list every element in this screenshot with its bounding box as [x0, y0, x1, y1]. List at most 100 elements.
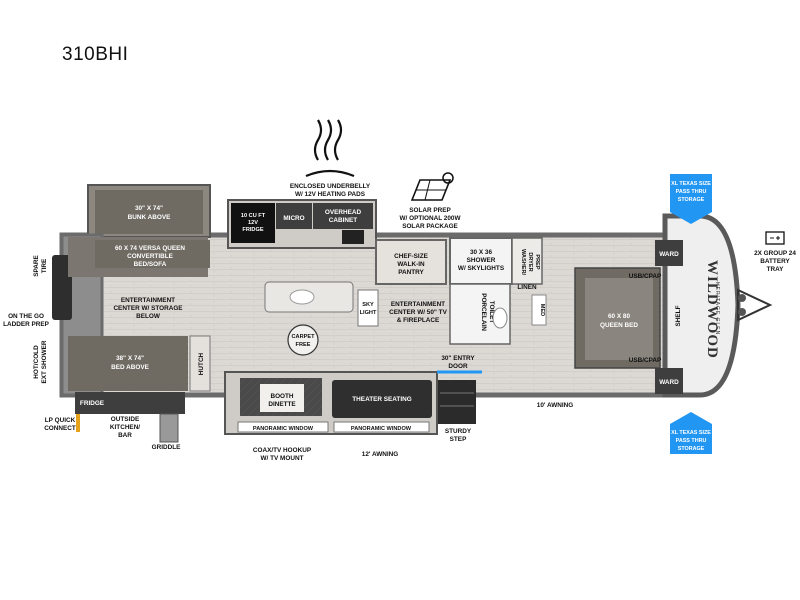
washer-label-2: DRYER — [527, 252, 533, 271]
panoramic-label-2: PANORAMIC WINDOW — [351, 426, 412, 432]
shower-label-2: SHOWER — [467, 257, 496, 264]
shower-label-1: 30 X 36 — [470, 249, 492, 256]
queen-label-2: QUEEN BED — [600, 322, 638, 329]
bunk-label-2: BUNK ABOVE — [128, 214, 171, 221]
skylight: SKY LIGHT — [357, 289, 379, 327]
storage-top-label-2: PASS THRU — [676, 189, 707, 195]
ent-center-storage-label-1: ENTERTAINMENT — [121, 297, 175, 304]
entry-label-2: DOOR — [448, 363, 468, 370]
up-arrow-icon: XL TEXAS SIZE PASS THRU STORAGE — [670, 412, 712, 454]
storage-bottom-label-2: PASS THRU — [676, 438, 707, 444]
usb-label-1: USB/CPAP — [629, 273, 662, 280]
kitchen-slide: 10 CU FT 12V FRIDGE MICRO OVERHEAD CABIN… — [227, 199, 377, 249]
outside-kitchen: FRIDGE OUTSIDE KITCHEN/ BAR GRIDDLE — [75, 392, 185, 451]
underbelly-label-1: ENCLOSED UNDERBELLY — [290, 183, 371, 190]
entry-label-1: 30" ENTRY — [441, 355, 475, 362]
washer-label-1: WASHER/ — [520, 249, 526, 276]
lp-label-2: CONNECT — [44, 425, 76, 432]
ent-center-storage-label-2: CENTER W/ STORAGE — [113, 305, 183, 312]
storage-top-label-1: XL TEXAS SIZE — [671, 181, 711, 187]
ent-center-storage-label-3: BELOW — [136, 313, 161, 320]
hutch-label: HUTCH — [198, 352, 205, 375]
hitch — [737, 288, 773, 322]
ent-center-fp-label-2: CENTER W/ 50" TV — [389, 309, 447, 316]
skylight-label-2: LIGHT — [360, 310, 377, 316]
outside-kitchen-label-2: KITCHEN/ — [110, 424, 140, 431]
toilet-label-1: PORCELAIN — [480, 293, 487, 331]
ladder-label-1: ON THE GO — [8, 313, 44, 320]
lp-label-1: LP QUICK — [45, 417, 76, 424]
queen-label-1: 60 X 80 — [608, 313, 630, 320]
fridge-label: FRIDGE — [80, 400, 105, 407]
fridge-12v-label-2: 12V — [248, 220, 258, 226]
awning-12-label: 12' AWNING — [362, 451, 398, 458]
bathroom: 30 X 36 SHOWER W/ SKYLIGHTS WASHER/ DRYE… — [449, 237, 547, 345]
versa-label-3: BED/SOFA — [134, 261, 167, 268]
washer-label-3: PREP — [534, 254, 540, 270]
carpet-free-badge-icon: CARPET FREE — [287, 324, 319, 356]
pantry: CHEF-SIZE WALK-IN PANTRY ENTERTAINMENT C… — [375, 239, 448, 324]
bedroom: 60 X 80 QUEEN BED USB/CPAP USB/CPAP WARD… — [574, 240, 683, 394]
carpet-label-2: FREE — [296, 342, 311, 348]
underbelly-label-2: W/ 12V HEATING PADS — [295, 191, 366, 198]
rear-area: 60 X 74 VERSA QUEEN CONVERTIBLE BED/SOFA… — [52, 233, 211, 397]
brand-text: WILDWOOD — [704, 260, 720, 359]
down-arrow-icon: XL TEXAS SIZE PASS THRU STORAGE — [670, 174, 712, 224]
versa-label-1: 60 X 74 VERSA QUEEN — [115, 245, 185, 252]
spare-label-1: SPARE — [33, 254, 40, 276]
bed-above-label-2: BED ABOVE — [111, 364, 149, 371]
linen-label: LINEN — [517, 284, 537, 291]
ent-center-fp-label-1: ENTERTAINMENT — [391, 301, 445, 308]
pantry-label-2: WALK-IN — [397, 261, 425, 268]
bunk-label-1: 30" X 74" — [135, 205, 163, 212]
ent-center-fp-label-3: & FIREPLACE — [397, 317, 440, 324]
coax-label-2: W/ TV MOUNT — [261, 455, 304, 462]
brand-sub-text: HERITAGE GLEN — [714, 282, 720, 335]
overhead-label-2: CABINET — [329, 217, 357, 224]
awning-10-label: 10' AWNING — [537, 402, 573, 409]
battery-label-1: 2X GROUP 24 — [754, 250, 796, 257]
dinette-label-2: DINETTE — [268, 401, 296, 408]
toilet-label-2: TOILET — [488, 301, 495, 324]
solar-label-3: SOLAR PACKAGE — [402, 223, 458, 230]
micro-label: MICRO — [283, 215, 304, 222]
ward-label-2: WARD — [659, 379, 679, 386]
model-name: 310BHI — [62, 44, 129, 65]
theater-label: THEATER SEATING — [352, 396, 411, 403]
pantry-label-1: CHEF-SIZE — [394, 253, 428, 260]
solar-panel-icon — [410, 172, 454, 201]
pantry-label-3: PANTRY — [398, 269, 424, 276]
shower-label-3: W/ SKYLIGHTS — [458, 265, 505, 272]
usb-label-2: USB/CPAP — [629, 357, 662, 364]
battery-label-3: TRAY — [767, 266, 785, 273]
storage-bottom-label-3: STORAGE — [678, 446, 705, 452]
kitchen-island — [264, 281, 354, 313]
solar-label-2: W/ OPTIONAL 200W — [400, 215, 462, 222]
heat-icon — [305, 119, 355, 178]
panoramic-label-1: PANORAMIC WINDOW — [253, 426, 314, 432]
outside-kitchen-label-3: BAR — [118, 432, 132, 439]
versa-label-2: CONVERTIBLE — [127, 253, 174, 260]
shower-ext-label-1: HOT/COLD — [33, 345, 40, 379]
solar-label-1: SOLAR PREP — [409, 207, 451, 214]
ladder-label-2: LADDER PREP — [3, 321, 50, 328]
coax-label-1: COAX/TV HOOKUP — [253, 447, 312, 454]
dinette-label-1: BOOTH — [270, 393, 293, 400]
fridge-12v-label-1: 10 CU FT — [241, 213, 266, 219]
shelf-label: SHELF — [675, 305, 682, 326]
front-cap: WILDWOOD HERITAGE GLEN — [662, 213, 741, 398]
battery-icon — [765, 231, 785, 245]
ward-label-1: WARD — [659, 251, 679, 258]
shower-ext-label-2: EXT SHOWER — [41, 340, 48, 383]
griddle-label: GRIDDLE — [152, 444, 181, 451]
bed-above-label-1: 38" X 74" — [116, 355, 144, 362]
storage-top-label-3: STORAGE — [678, 197, 705, 203]
skylight-label-1: SKY — [362, 302, 374, 308]
carpet-label-1: CARPET — [292, 334, 316, 340]
step-label-2: STEP — [450, 436, 467, 443]
fridge-12v-label-3: FRIDGE — [242, 227, 263, 233]
outside-kitchen-label-1: OUTSIDE — [111, 416, 140, 423]
bunk-slide: 30" X 74" BUNK ABOVE — [87, 184, 211, 238]
lp-connector — [76, 414, 80, 432]
